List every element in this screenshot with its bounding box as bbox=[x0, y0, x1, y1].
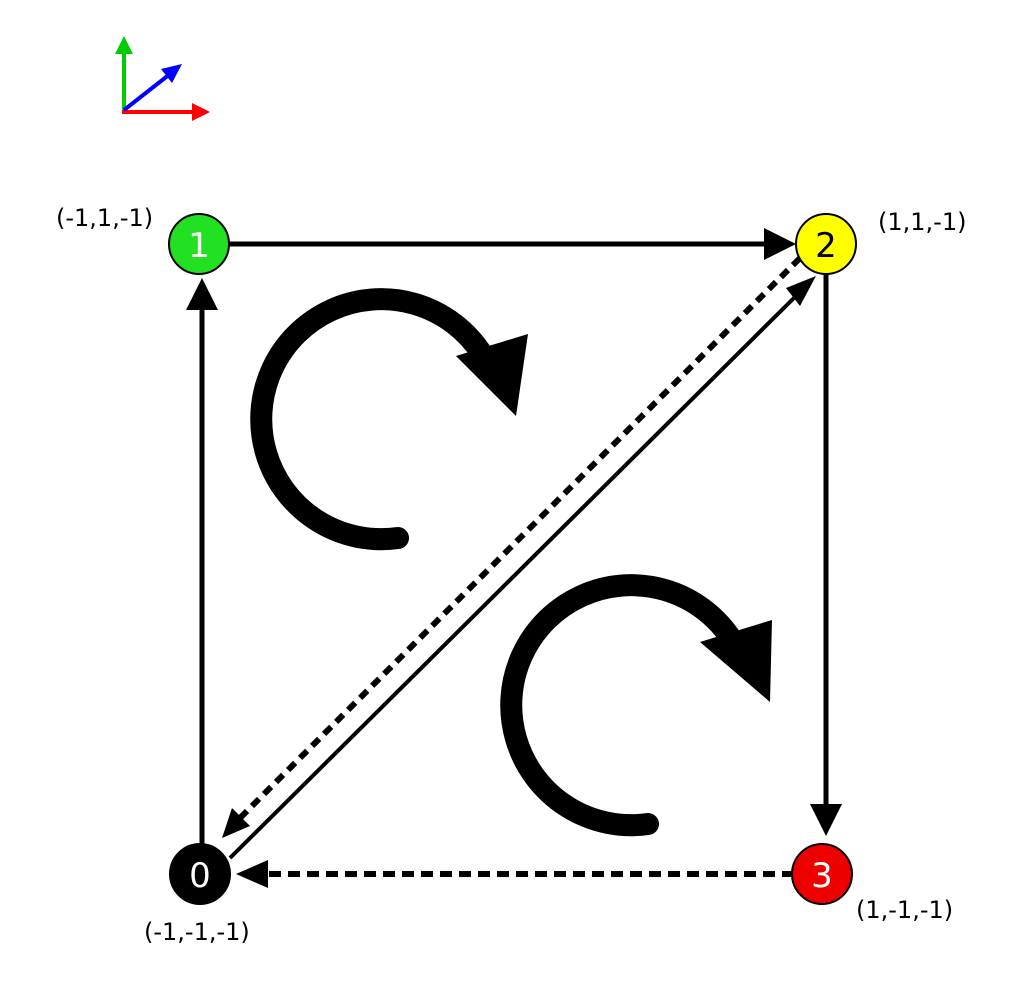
vertex-1-coord: (-1,1,-1) bbox=[56, 204, 153, 232]
x-axis-arrowhead bbox=[192, 103, 210, 121]
vertex-3-coord: (1,-1,-1) bbox=[856, 896, 953, 924]
edge-3-to-0-arrowhead bbox=[236, 860, 268, 888]
vertex-1: 1 bbox=[168, 213, 230, 275]
vertex-0-coord: (-1,-1,-1) bbox=[144, 918, 250, 946]
vertex-1-label: 1 bbox=[188, 226, 210, 266]
winding-arrowhead-triangle-012 bbox=[456, 334, 528, 416]
winding-arrow-triangle-023 bbox=[500, 574, 743, 837]
z-axis-line bbox=[122, 72, 172, 112]
vertex-2: 2 bbox=[795, 213, 857, 275]
vertex-2-coord: (1,1,-1) bbox=[878, 208, 966, 236]
winding-arrowhead-triangle-023 bbox=[700, 620, 772, 702]
edge-2-to-0-dashed bbox=[233, 255, 803, 825]
winding-arrows bbox=[250, 288, 772, 837]
vertex-0-label: 0 bbox=[189, 856, 211, 896]
vertex-3-circle bbox=[791, 843, 853, 905]
winding-arrow-triangle-012 bbox=[250, 288, 493, 551]
vertex-3: 3 bbox=[791, 843, 853, 905]
vertex-0: 0 bbox=[169, 843, 231, 905]
vertex-2-label: 2 bbox=[815, 226, 837, 266]
z-axis-arrowhead bbox=[161, 64, 182, 83]
edges bbox=[186, 228, 842, 888]
edge-0-to-1-arrowhead bbox=[186, 278, 218, 310]
edge-0-to-2 bbox=[228, 290, 802, 860]
edge-1-to-2-arrowhead bbox=[764, 228, 796, 260]
edge-2-to-3-arrowhead bbox=[810, 804, 842, 836]
vertex-0-circle bbox=[169, 843, 231, 905]
axes-gizmo bbox=[115, 36, 210, 121]
edge-2-to-0-arrowhead bbox=[222, 808, 250, 838]
edge-0-to-2-arrowhead bbox=[786, 276, 816, 306]
vertex-2-circle bbox=[795, 213, 857, 275]
vertex-3-label: 3 bbox=[811, 856, 833, 896]
vertex-1-circle bbox=[168, 213, 230, 275]
y-axis-arrowhead bbox=[115, 36, 133, 54]
